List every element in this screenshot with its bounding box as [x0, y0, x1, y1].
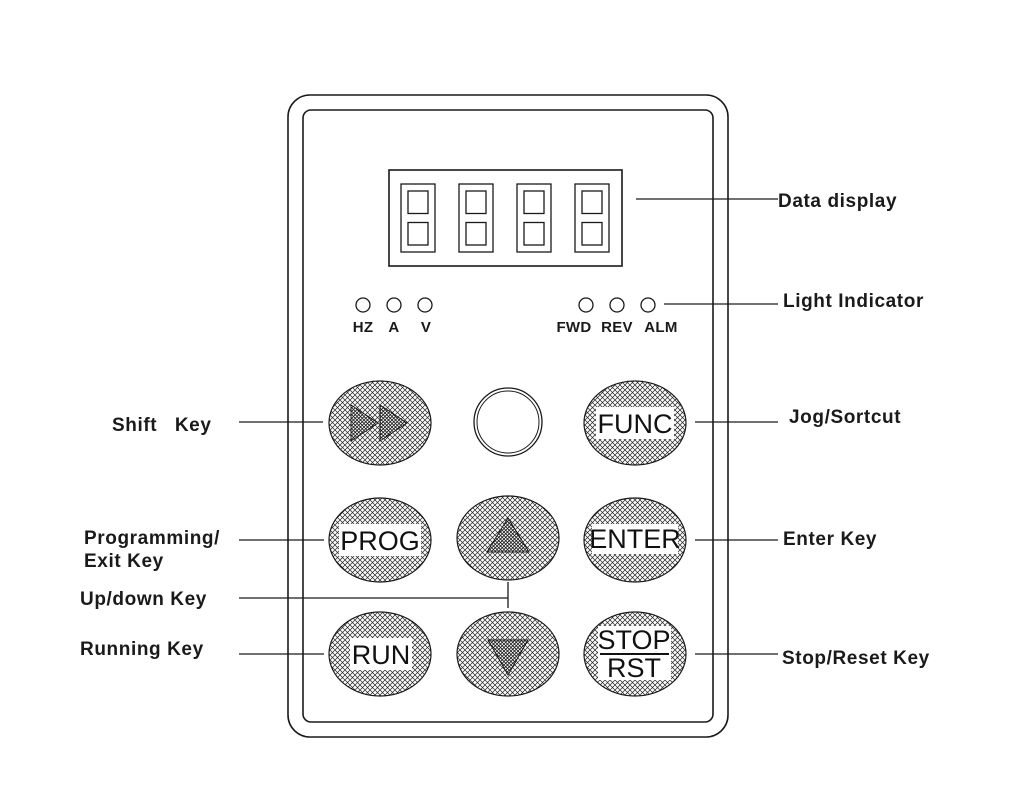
- panel-inner-frame: [302, 109, 714, 723]
- led-label-hz: HZ: [353, 319, 374, 336]
- display-digit: [400, 183, 436, 253]
- up-arrow-icon: [486, 517, 530, 553]
- shift-arrow-icon: [350, 404, 379, 442]
- enter-key[interactable]: ENTER: [583, 497, 687, 583]
- potentiometer-knob[interactable]: [473, 387, 543, 457]
- shift-arrow-icon-2: [379, 404, 408, 442]
- prog-key-label: PROG: [340, 526, 420, 556]
- callout-programming: Programming/: [84, 528, 220, 549]
- callout-updown-key: Up/down Key: [80, 589, 207, 610]
- led-label-v: V: [421, 319, 431, 336]
- panel-outer-frame: [287, 94, 729, 738]
- led-alm: [640, 297, 656, 313]
- led-fwd: [578, 297, 594, 313]
- stop-reset-key[interactable]: STOP RST: [583, 611, 687, 697]
- led-label-alm: ALM: [644, 319, 677, 336]
- led-a: [386, 297, 402, 313]
- led-rev: [609, 297, 625, 313]
- run-key[interactable]: RUN: [328, 611, 432, 697]
- down-arrow-icon: [487, 639, 529, 677]
- rst-key-label: RST: [607, 653, 661, 683]
- led-label-rev: REV: [601, 319, 633, 336]
- led-hz: [355, 297, 371, 313]
- callout-data-display: Data display: [778, 191, 897, 212]
- stop-key-label: STOP: [597, 625, 670, 655]
- led-indicators: HZ A V FWD REV ALM: [353, 297, 677, 336]
- func-key-label: FUNC: [598, 409, 673, 439]
- up-key[interactable]: [456, 495, 560, 581]
- display-digit: [574, 183, 610, 253]
- data-display: [388, 169, 623, 267]
- led-label-fwd: FWD: [556, 319, 591, 336]
- callout-running-key: Running Key: [80, 639, 204, 660]
- led-v: [417, 297, 433, 313]
- callout-stop-reset-key: Stop/Reset Key: [782, 648, 930, 669]
- shift-key[interactable]: [328, 380, 432, 466]
- func-key[interactable]: FUNC: [583, 380, 687, 466]
- led-label-a: A: [388, 319, 399, 336]
- display-digit: [516, 183, 552, 253]
- callout-exit-key: Exit Key: [84, 551, 164, 572]
- prog-key[interactable]: PROG: [328, 497, 432, 583]
- enter-key-label: ENTER: [589, 524, 681, 554]
- callout-lines: [239, 198, 778, 655]
- display-digit: [458, 183, 494, 253]
- callout-enter-key: Enter Key: [783, 529, 877, 550]
- callout-shift-key: Shift Key: [112, 415, 212, 436]
- down-key[interactable]: [456, 611, 560, 697]
- callout-jog-shortcut: Jog/Sortcut: [789, 407, 901, 428]
- callout-light-indicator: Light Indicator: [783, 291, 924, 312]
- run-key-label: RUN: [352, 640, 411, 670]
